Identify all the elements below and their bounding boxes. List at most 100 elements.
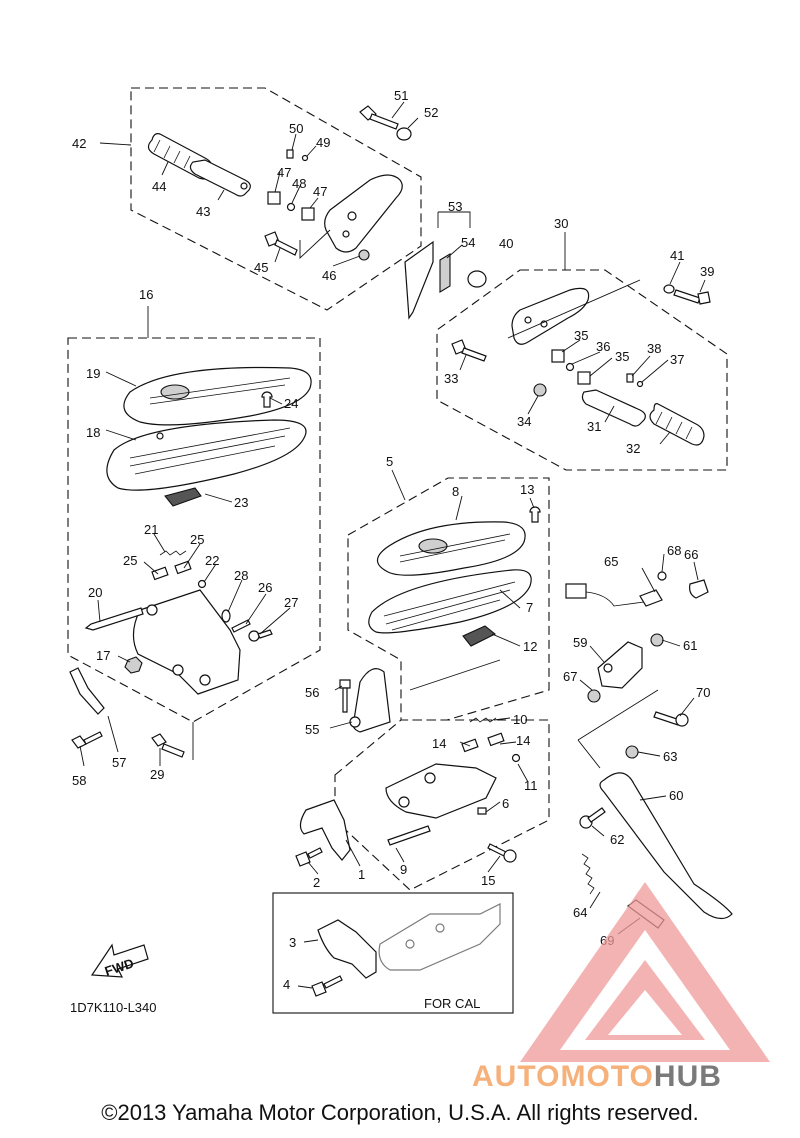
diagram-code: 1D7K110-L340 xyxy=(70,1000,157,1015)
label-1: 1 xyxy=(358,867,365,882)
watermark-logo-icon xyxy=(520,882,770,1062)
bracket-3 xyxy=(317,919,377,979)
label-4: 4 xyxy=(283,977,290,992)
label-52: 52 xyxy=(424,105,438,120)
ball-36 xyxy=(565,362,575,372)
label-54: 54 xyxy=(461,235,475,250)
plate-47b xyxy=(301,207,315,221)
sidestand-60 xyxy=(599,772,733,920)
pin-26 xyxy=(231,619,251,633)
bolt-68 xyxy=(657,571,667,581)
bolt-15 xyxy=(487,843,517,863)
screw-24 xyxy=(261,391,273,408)
label-35b: 35 xyxy=(615,349,629,364)
label-32: 32 xyxy=(626,441,640,456)
label-18: 18 xyxy=(86,425,100,440)
label-7: 7 xyxy=(526,600,533,615)
bolt-29 xyxy=(151,733,185,758)
label-20: 20 xyxy=(88,585,102,600)
label-5: 5 xyxy=(386,454,393,469)
group-box-16 xyxy=(67,337,321,723)
group-box-30 xyxy=(436,269,728,471)
label-25a: 25 xyxy=(123,553,137,568)
label-38: 38 xyxy=(647,341,661,356)
label-49: 49 xyxy=(316,135,330,150)
spring-21 xyxy=(159,550,187,556)
screw-13 xyxy=(529,506,541,523)
footpeg-31 xyxy=(581,389,646,427)
label-36: 36 xyxy=(596,339,610,354)
pin-9 xyxy=(387,825,431,846)
nut-63 xyxy=(625,745,639,759)
footboard-7 xyxy=(368,569,532,634)
watermark-part2: HUB xyxy=(654,1060,722,1093)
collar-40 xyxy=(467,270,487,288)
label-65: 65 xyxy=(604,554,618,569)
label-31: 31 xyxy=(587,419,601,434)
label-14a: 14 xyxy=(432,736,446,751)
bracket-57 xyxy=(69,667,105,715)
for-cal-box xyxy=(272,892,514,1014)
label-70: 70 xyxy=(696,685,710,700)
cap-66 xyxy=(689,579,709,599)
footpeg-bracket-right xyxy=(511,287,590,345)
nut-34 xyxy=(533,383,547,397)
footboard-bracket xyxy=(132,589,241,695)
nut-67 xyxy=(587,689,601,703)
clip-11 xyxy=(511,753,521,763)
label-33: 33 xyxy=(444,371,458,386)
label-45: 45 xyxy=(254,260,268,275)
bracket-55 xyxy=(349,668,391,733)
label-11: 11 xyxy=(524,778,538,793)
damper-23 xyxy=(164,487,202,507)
label-47a: 47 xyxy=(277,165,291,180)
bolt-27 xyxy=(248,629,273,642)
label-26: 26 xyxy=(258,580,272,595)
clip-22 xyxy=(197,579,207,589)
bolt-51 xyxy=(359,105,399,130)
label-29: 29 xyxy=(150,767,164,782)
plate-14b xyxy=(487,732,505,747)
plate-53 xyxy=(404,240,434,320)
label-42: 42 xyxy=(72,136,86,151)
bracket-59 xyxy=(597,641,643,689)
label-61: 61 xyxy=(683,638,697,653)
label-66: 66 xyxy=(684,547,698,562)
label-16: 16 xyxy=(139,287,153,302)
damper-12 xyxy=(462,625,497,647)
label-41: 41 xyxy=(670,248,684,263)
label-27: 27 xyxy=(284,595,298,610)
label-23: 23 xyxy=(234,495,248,510)
washer-28 xyxy=(221,609,231,623)
label-13: 13 xyxy=(520,482,534,497)
label-2: 2 xyxy=(313,875,320,890)
spring-38 xyxy=(626,373,634,383)
washer-52 xyxy=(396,127,412,141)
ball-49 xyxy=(301,154,309,162)
plate-47a xyxy=(267,191,281,205)
bolt-58 xyxy=(71,731,103,749)
bolt-4 xyxy=(311,975,343,997)
label-10: 10 xyxy=(513,712,527,727)
label-39: 39 xyxy=(700,264,714,279)
label-30: 30 xyxy=(554,216,568,231)
plate-25a xyxy=(151,566,169,581)
spring-50 xyxy=(286,149,294,159)
bolt-2 xyxy=(295,847,323,867)
nut-17 xyxy=(124,656,143,674)
label-28: 28 xyxy=(234,568,248,583)
label-63: 63 xyxy=(663,749,677,764)
for-cal-label: FOR CAL xyxy=(424,996,480,1011)
bolt-70 xyxy=(653,711,689,727)
footpeg-rubber-32 xyxy=(649,403,705,446)
plate-54 xyxy=(439,253,451,293)
label-34: 34 xyxy=(517,414,531,429)
label-35a: 35 xyxy=(574,328,588,343)
label-53: 53 xyxy=(448,199,462,214)
label-62: 62 xyxy=(610,832,624,847)
label-37: 37 xyxy=(670,352,684,367)
label-64: 64 xyxy=(573,905,587,920)
label-25b: 25 xyxy=(190,532,204,547)
label-3: 3 xyxy=(289,935,296,950)
